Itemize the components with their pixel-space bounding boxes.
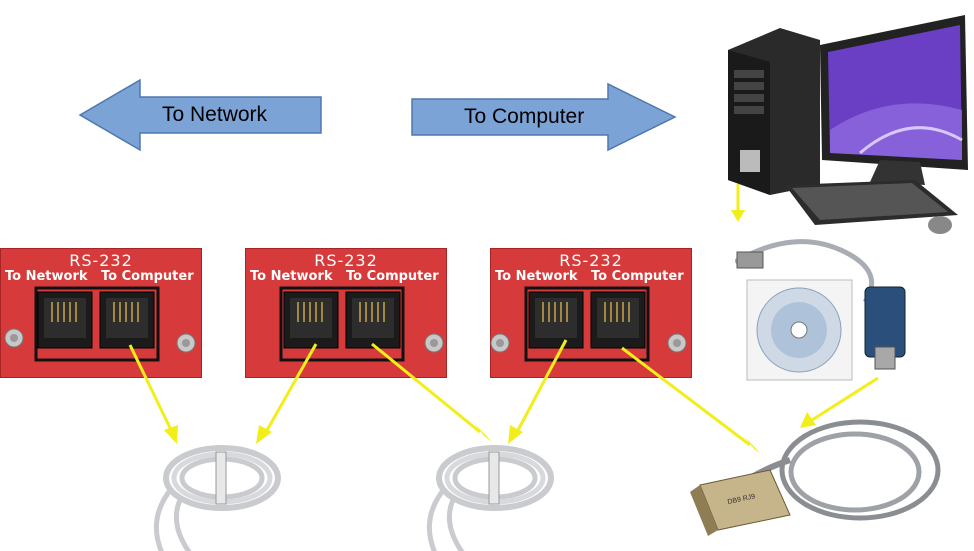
panel-1-ports	[4, 286, 196, 362]
to-network-label: To Network	[162, 103, 268, 126]
phone-cable-1	[156, 448, 278, 551]
serial-adapter-cable: DB9 RJ9	[690, 419, 941, 536]
to-network-port-label: To Network	[250, 269, 333, 284]
panel-title: RS-232	[559, 251, 623, 270]
to-computer-arrow	[411, 82, 677, 152]
panel-title: RS-232	[314, 251, 378, 270]
panel-3-ports	[490, 286, 687, 362]
to-computer-port-label: To Computer	[101, 269, 194, 284]
connector-arrows	[128, 184, 879, 453]
to-computer-port-label: To Computer	[346, 269, 439, 284]
to-network-port-label: To Network	[495, 269, 578, 284]
to-computer-port-label: To Computer	[591, 269, 684, 284]
phone-cable-2	[429, 448, 551, 551]
usb-serial-adapter-image	[735, 239, 906, 381]
desktop-computer-image	[728, 15, 968, 234]
panel-title: RS-232	[69, 251, 133, 270]
to-network-port-label: To Network	[5, 269, 88, 284]
to-computer-label: To Computer	[464, 105, 585, 128]
panel-2-ports	[279, 286, 444, 362]
to-network-arrow	[78, 78, 322, 152]
